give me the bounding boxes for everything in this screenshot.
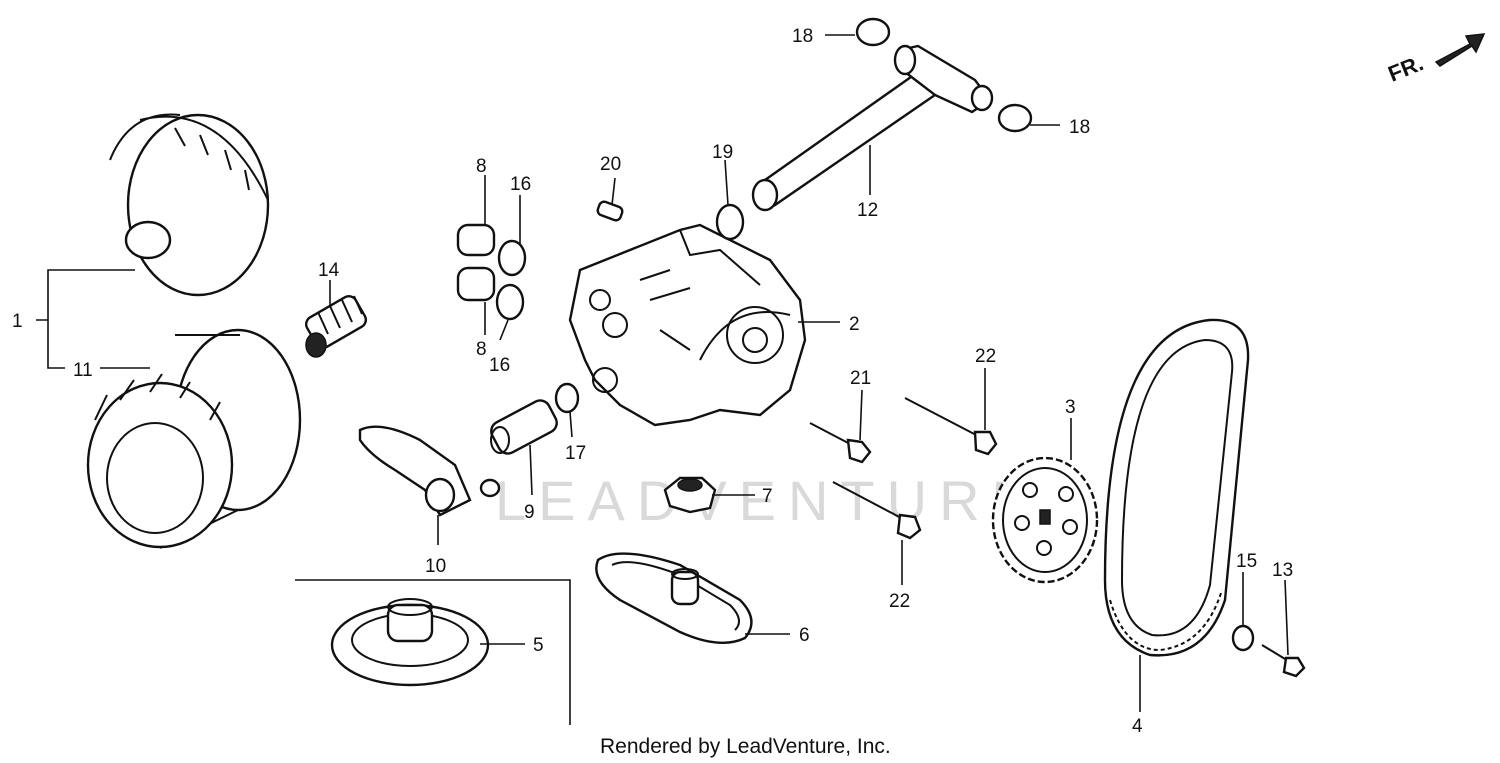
callout-19: 19: [712, 142, 733, 163]
o-ring-19[interactable]: [715, 203, 745, 241]
leader-lines: [36, 34, 1289, 725]
oil-strainer-pipe[interactable]: [358, 425, 501, 517]
threaded-stud[interactable]: [303, 293, 368, 358]
callout-16-upper: 16: [510, 174, 531, 195]
callout-8-lower: 8: [476, 339, 487, 360]
callout-8-upper: 8: [476, 156, 487, 177]
footer-credit: Rendered by LeadVenture, Inc.: [600, 735, 891, 758]
callout-3: 3: [1065, 397, 1076, 418]
callout-20: 20: [600, 154, 621, 175]
dowel-pin-20[interactable]: [596, 200, 624, 222]
callout-4: 4: [1132, 716, 1143, 737]
dowel-pin-lower[interactable]: [456, 266, 496, 302]
sprocket[interactable]: [991, 456, 1099, 584]
drive-chain[interactable]: [1103, 318, 1250, 657]
bolt-21[interactable]: [809, 422, 872, 464]
callout-1: 1: [12, 311, 23, 332]
callout-14: 14: [318, 260, 340, 281]
callout-11: 11: [73, 360, 93, 381]
callout-7: 7: [762, 486, 773, 507]
washer-15[interactable]: [1231, 624, 1255, 652]
callout-17: 17: [565, 443, 586, 464]
strainer-cover[interactable]: [330, 598, 490, 687]
oil-filter-upper[interactable]: [109, 113, 270, 297]
o-ring-16-upper[interactable]: [497, 239, 527, 277]
callout-21: 21: [850, 368, 871, 389]
oil-filter-cartridge[interactable]: [86, 328, 302, 549]
front-direction-marker: FR.: [1385, 33, 1486, 87]
callout-12: 12: [857, 200, 878, 221]
callout-labels: 1 11 14 8 8 16 16 20 19 18 18 12 2 17 9 …: [12, 26, 1293, 737]
o-ring-16-lower[interactable]: [495, 283, 525, 321]
collar-18-upper[interactable]: [855, 17, 891, 47]
callout-16-lower: 16: [489, 355, 510, 376]
callout-2: 2: [849, 314, 860, 335]
bolt-22-upper[interactable]: [904, 397, 998, 456]
bolt-13[interactable]: [1261, 644, 1306, 678]
oil-pipe[interactable]: [751, 44, 994, 212]
callout-9: 9: [524, 502, 535, 523]
watermark: LEADVENTURE: [495, 469, 1041, 532]
front-arrow-icon: [1434, 33, 1486, 67]
callout-5: 5: [533, 635, 544, 656]
callout-15: 15: [1236, 551, 1257, 572]
callout-13: 13: [1272, 560, 1293, 581]
nut-7[interactable]: [663, 476, 717, 514]
callout-22-lower: 22: [889, 591, 910, 612]
relief-valve[interactable]: [488, 397, 560, 457]
callout-18-upper: 18: [792, 26, 813, 47]
front-direction-label: FR.: [1385, 50, 1427, 86]
o-ring-17[interactable]: [554, 382, 580, 414]
collar-18-lower[interactable]: [997, 103, 1033, 133]
callout-22-upper: 22: [975, 346, 996, 367]
oil-strainer-screen[interactable]: [595, 552, 753, 644]
oil-pump-assembly[interactable]: [568, 223, 807, 427]
bolt-22-lower[interactable]: [832, 481, 922, 540]
callout-10: 10: [425, 556, 446, 577]
dowel-pin-upper[interactable]: [456, 223, 496, 257]
callout-6: 6: [799, 625, 810, 646]
callout-18-lower: 18: [1069, 117, 1090, 138]
